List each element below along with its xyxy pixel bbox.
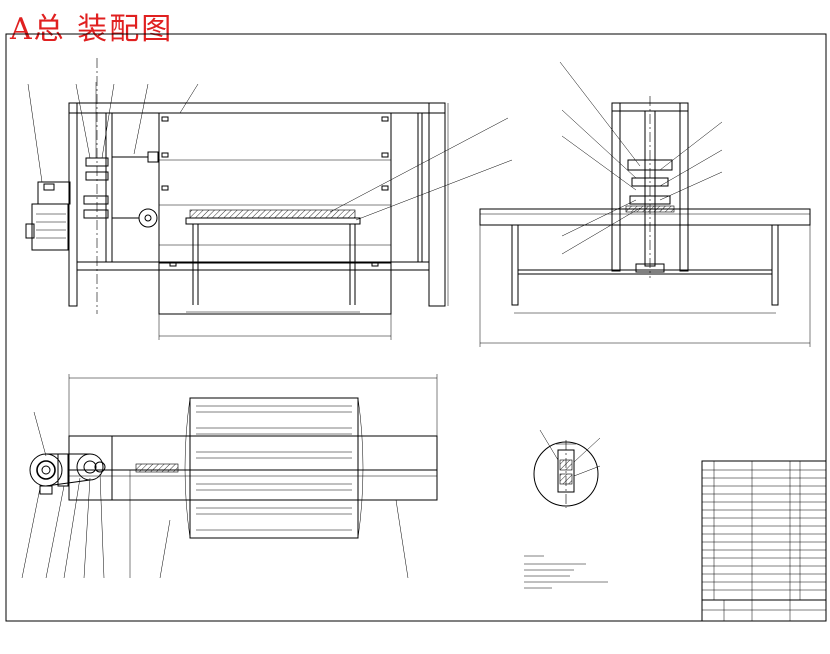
front-view: [25, 58, 513, 340]
section-detail-view: [533, 429, 601, 508]
technical-notes: [524, 555, 608, 589]
sheet-border: [5, 33, 827, 622]
drawing-title: A总 装配图: [10, 12, 174, 47]
side-view: [479, 61, 811, 347]
title-block: [701, 460, 827, 622]
top-view: [21, 374, 438, 579]
